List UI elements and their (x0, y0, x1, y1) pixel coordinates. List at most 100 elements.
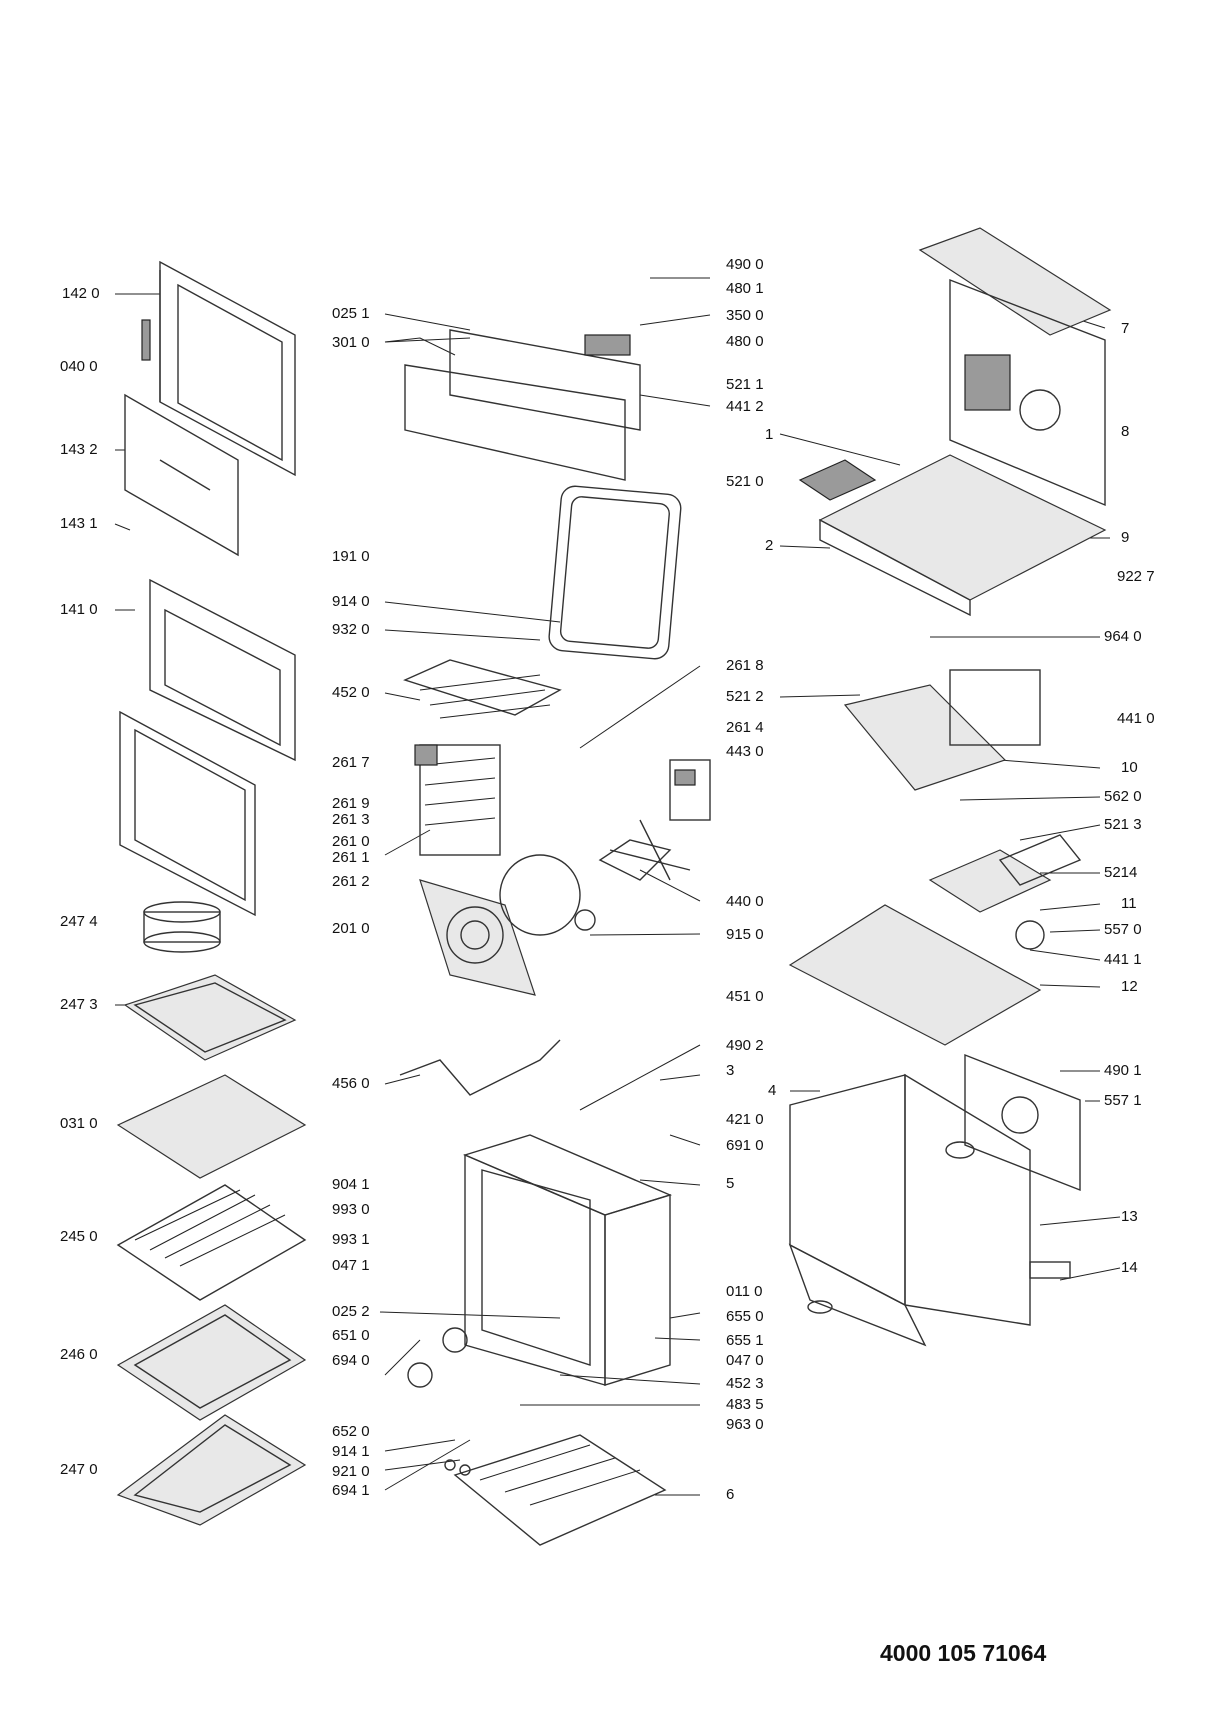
rear-cover-panel (964, 1053, 1081, 1192)
motor-part (1015, 920, 1045, 950)
door-glass-2 (119, 710, 256, 917)
label-6: 6 (726, 1486, 735, 1503)
oven-cavity (462, 1134, 673, 1386)
label-694-0: 694 0 (332, 1352, 370, 1369)
round-part (945, 1141, 975, 1159)
label-490-0: 490 0 (726, 256, 764, 273)
label-7: 7 (1121, 320, 1130, 337)
deep-tray (123, 974, 297, 1061)
label-521-0: 521 0 (726, 473, 764, 490)
label-10: 10 (1121, 759, 1138, 776)
label-13: 13 (1121, 1208, 1138, 1225)
label-031-0: 031 0 (60, 1115, 98, 1132)
label-025-1: 025 1 (332, 305, 370, 322)
label-143-2: 143 2 (60, 441, 98, 458)
label-483-5: 483 5 (726, 1396, 764, 1413)
label-480-1: 480 1 (726, 280, 764, 297)
label-3: 3 (726, 1062, 735, 1079)
label-521-3: 521 3 (1104, 816, 1142, 833)
label-047-1: 047 1 (332, 1257, 370, 1274)
label-12: 12 (1121, 978, 1138, 995)
leader-lines (114, 277, 1121, 1496)
rear-panel (949, 278, 1106, 507)
bottom-panel (453, 1434, 667, 1546)
label-4: 4 (768, 1082, 777, 1099)
label-301-0: 301 0 (332, 334, 370, 351)
label-922-7: 922 7 (1117, 568, 1155, 585)
bracket-part (1029, 1261, 1071, 1279)
fan-cover (419, 879, 536, 996)
fan-motor (669, 759, 711, 821)
door-frame (141, 260, 296, 477)
label-9: 9 (1121, 529, 1130, 546)
label-011-0: 011 0 (726, 1283, 763, 1300)
label-993-1: 993 1 (332, 1231, 370, 1248)
label-261-0: 261 0 (332, 833, 370, 850)
label-261-7: 261 7 (332, 754, 370, 771)
label-1: 1 (765, 426, 774, 443)
circular-element (499, 854, 581, 936)
label-652-0: 652 0 (332, 1423, 370, 1440)
label-490-1: 490 1 (1104, 1062, 1142, 1079)
label-246-0: 246 0 (60, 1346, 98, 1363)
label-964-0: 964 0 (1104, 628, 1142, 645)
label-655-1: 655 1 (726, 1332, 764, 1349)
label-025-2: 025 2 (332, 1303, 370, 1320)
label-452-0: 452 0 (332, 684, 370, 701)
label-480-0: 480 0 (726, 333, 764, 350)
door-glass (124, 393, 239, 557)
label-421-0: 421 0 (726, 1111, 764, 1128)
label-456-0: 456 0 (332, 1075, 370, 1092)
label-247-0: 247 0 (60, 1461, 98, 1478)
label-245-0: 245 0 (60, 1228, 98, 1245)
label-655-0: 655 0 (726, 1308, 764, 1325)
top-grill-element (403, 659, 562, 719)
label-451-0: 451 0 (726, 988, 764, 1005)
label-691-0: 691 0 (726, 1137, 764, 1154)
knobs (407, 1327, 471, 1476)
label-141-0: 141 0 (60, 601, 98, 618)
label-914-0: 914 0 (332, 593, 370, 610)
document-number: 4000 105 71064 (880, 1640, 1047, 1666)
label-261-1: 261 1 (332, 849, 370, 866)
control-board (798, 459, 877, 501)
label-441-0: 441 0 (1117, 710, 1155, 727)
label-247-4: 247 4 (60, 913, 98, 930)
label-2: 2 (765, 537, 774, 554)
label-921-0: 921 0 (332, 1463, 370, 1480)
wire-rack (116, 1184, 307, 1301)
label-915-0: 915 0 (726, 926, 764, 943)
label-261-4: 261 4 (726, 719, 764, 736)
outer-shell (788, 1073, 1031, 1347)
label-562-0: 562 0 (1104, 788, 1142, 805)
baking-tray-1 (116, 1304, 307, 1421)
label-142-0: 142 0 (62, 285, 100, 302)
label-904-1: 904 1 (332, 1176, 370, 1193)
base-plate (788, 904, 1042, 1046)
label-651-0: 651 0 (332, 1327, 370, 1344)
label-350-0: 350 0 (726, 307, 764, 324)
label-963-0: 963 0 (726, 1416, 764, 1433)
label-261-2: 261 2 (332, 873, 370, 890)
door-seal (548, 485, 682, 660)
label-441-2: 441 2 (726, 398, 764, 415)
label-443-0: 443 0 (726, 743, 764, 760)
side-rails (414, 744, 501, 856)
label-440-0: 440 0 (726, 893, 764, 910)
label-932-0: 932 0 (332, 621, 370, 638)
door-inner-panel (149, 578, 296, 762)
label-191-0: 191 0 (332, 548, 370, 565)
label-201-0: 201 0 (332, 920, 370, 937)
label-261-8: 261 8 (726, 657, 764, 674)
label-441-1: 441 1 (1104, 951, 1142, 968)
fan-housing (843, 669, 1041, 791)
pcb-assembly (928, 834, 1082, 913)
label-694-1: 694 1 (332, 1482, 370, 1499)
label-261-3: 261 3 (332, 811, 370, 828)
control-panel (404, 329, 641, 481)
label-11: 11 (1121, 895, 1137, 912)
foot-part (807, 1300, 833, 1314)
label-557-0: 557 0 (1104, 921, 1142, 938)
